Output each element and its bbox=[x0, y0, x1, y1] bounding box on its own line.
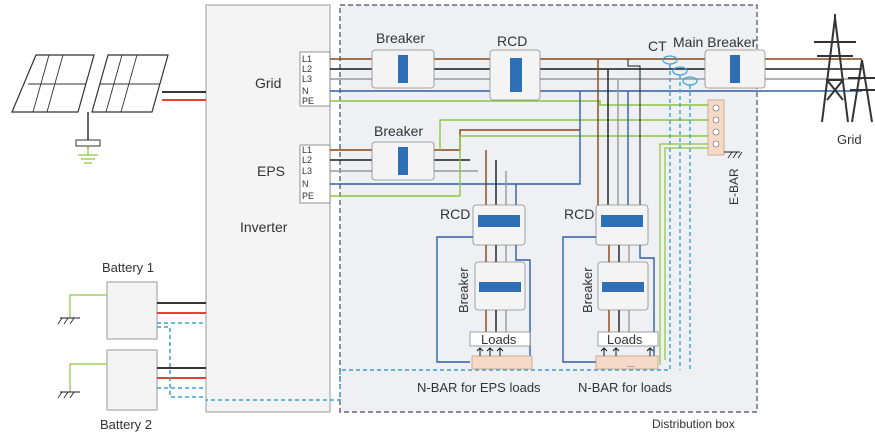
nbar-eps-label: N-BAR for EPS loads bbox=[417, 380, 541, 395]
breaker-grid-device bbox=[371, 49, 435, 89]
rcd-loads-device bbox=[595, 204, 649, 246]
grid-terminal-l3: L3 bbox=[302, 74, 312, 84]
loads-eps-label: Loads bbox=[481, 332, 517, 347]
main-breaker-label: Main Breaker bbox=[673, 34, 757, 50]
distribution-box-label: Distribution box bbox=[652, 417, 735, 431]
battery-2-label: Battery 2 bbox=[100, 417, 152, 432]
nbar-eps-block bbox=[471, 355, 533, 370]
battery-1-label: Battery 1 bbox=[102, 260, 154, 275]
breaker-eps-label: Breaker bbox=[374, 123, 423, 139]
grid-terminal-n: N bbox=[302, 86, 309, 96]
loads-main-box bbox=[597, 331, 659, 347]
grid-terminal-l1: L1 bbox=[302, 54, 312, 64]
battery-1 bbox=[106, 281, 158, 340]
grid-port-label: Grid bbox=[255, 75, 281, 91]
eps-terminal-l3: L3 bbox=[302, 166, 312, 176]
breaker-eps-loads-device bbox=[474, 261, 526, 311]
ct-label: CT bbox=[648, 38, 667, 54]
grid-terminal-pe: PE bbox=[302, 96, 314, 106]
eps-terminal-n: N bbox=[302, 179, 309, 189]
solar-panel-icon bbox=[11, 54, 169, 164]
e-bar-block bbox=[707, 99, 725, 156]
nbar-dots: ... bbox=[627, 359, 635, 369]
eps-port-label: EPS bbox=[257, 163, 285, 179]
breaker-grid-label: Breaker bbox=[376, 30, 425, 46]
grid-tower-label: Grid bbox=[837, 132, 862, 147]
nbar-loads-label: N-BAR for loads bbox=[578, 380, 672, 395]
rcd-eps-loads-device bbox=[472, 204, 526, 246]
e-bar-label: E-BAR bbox=[727, 168, 741, 205]
eps-terminal-pe: PE bbox=[302, 191, 314, 201]
breaker-loads-device bbox=[597, 261, 649, 311]
eps-terminal-l2: L2 bbox=[302, 155, 312, 165]
breaker-eps-device bbox=[371, 141, 435, 181]
inverter-label: Inverter bbox=[240, 219, 288, 235]
breaker-eps-loads-label: Breaker bbox=[456, 267, 471, 313]
grid-tower-icon bbox=[814, 14, 875, 123]
rcd-grid-label: RCD bbox=[497, 33, 527, 49]
rcd-grid-device bbox=[489, 49, 541, 101]
battery-2 bbox=[106, 349, 158, 411]
grid-terminal-l2: L2 bbox=[302, 64, 312, 74]
loads-main-label: Loads bbox=[607, 332, 643, 347]
breaker-loads-label: Breaker bbox=[580, 267, 595, 313]
eps-terminal-l1: L1 bbox=[302, 145, 312, 155]
nbar-loads-block bbox=[595, 355, 659, 370]
rcd-loads-label: RCD bbox=[564, 206, 594, 222]
rcd-eps-loads-label: RCD bbox=[440, 206, 470, 222]
main-breaker-device bbox=[704, 49, 766, 89]
loads-eps-box bbox=[469, 331, 531, 347]
eps-terminal-block bbox=[299, 144, 331, 204]
